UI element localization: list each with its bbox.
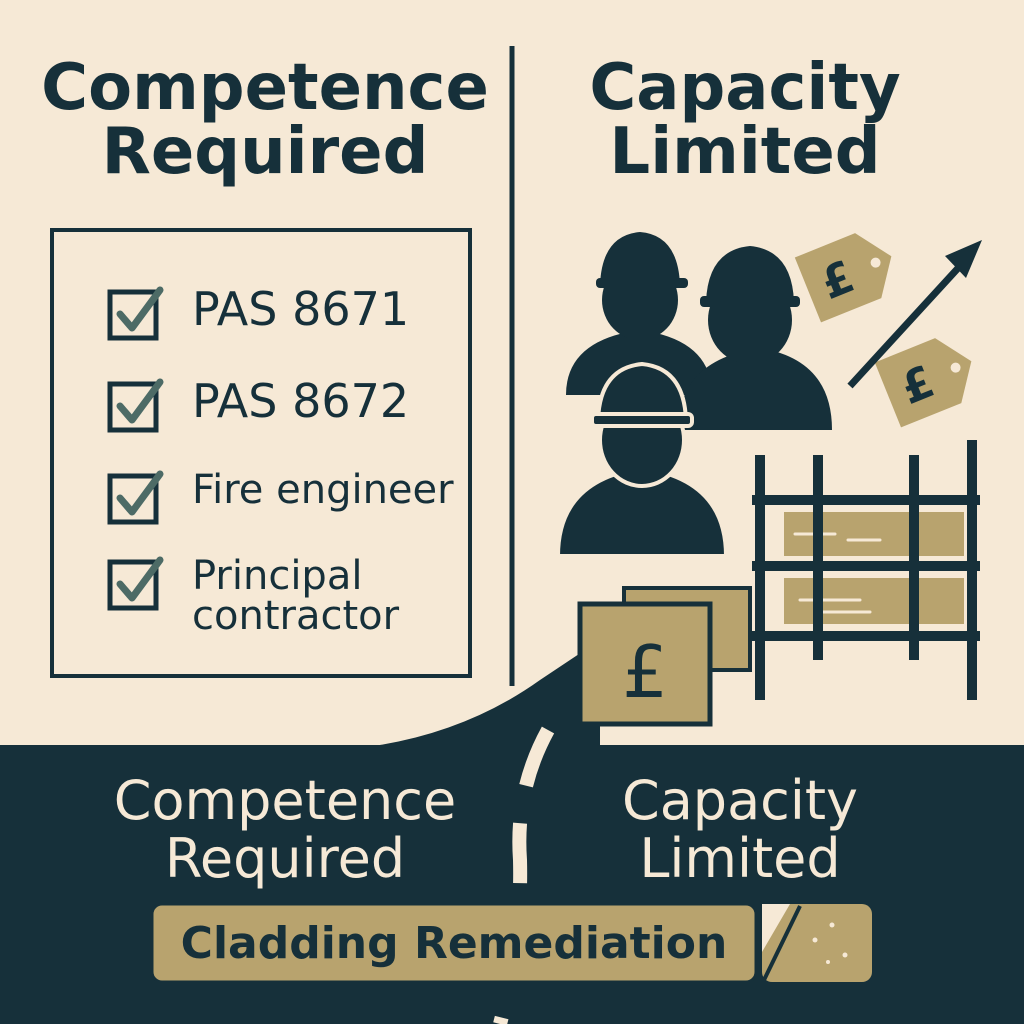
banner-label: Cladding Remediation xyxy=(180,917,728,969)
rising-arrow-icon xyxy=(847,240,982,389)
checklist-label: Principal xyxy=(192,553,363,599)
checklist-box xyxy=(50,228,472,678)
checkbox-checked-icon xyxy=(107,470,164,525)
bottom-left-title: Competence Required xyxy=(110,769,460,891)
svg-text:£: £ xyxy=(622,630,668,714)
bottom-left-line1: Competence xyxy=(113,769,457,832)
checkbox-checked-icon xyxy=(107,556,164,611)
checklist-label: Fire engineer xyxy=(192,467,454,513)
scaffolding-icon xyxy=(752,440,980,700)
price-tag-pound-icon: £ xyxy=(874,338,972,428)
worker-hardhat-icon xyxy=(555,361,729,558)
right-title: Capacity Limited xyxy=(560,56,930,184)
checklist-label: contractor xyxy=(192,593,400,639)
checklist-item-pas8671: PAS 8671 xyxy=(106,286,409,346)
bottom-right-title: Capacity Limited xyxy=(600,769,880,891)
pound-sign-icon: £ xyxy=(577,586,752,727)
right-title-line2: Limited xyxy=(609,115,881,189)
checklist-label: PAS 8671 xyxy=(192,282,410,336)
left-title-line2: Required xyxy=(101,115,429,189)
checklist-item-fire-engineer: Fire engineer xyxy=(106,470,454,530)
checklist-item-principal-contractor: Principal contractor xyxy=(106,556,399,636)
price-tag-pound-icon: £ xyxy=(794,233,892,323)
bottom-right-line1: Capacity xyxy=(622,769,858,832)
checkbox-checked-icon xyxy=(107,378,164,433)
right-title-line1: Capacity xyxy=(589,51,901,125)
left-title: Competence Required xyxy=(30,56,500,184)
left-title-line1: Competence xyxy=(41,51,489,125)
checklist-label: PAS 8672 xyxy=(192,374,410,428)
bottom-right-line2: Limited xyxy=(639,827,841,891)
bottom-left-line2: Required xyxy=(164,827,406,891)
worker-hardhat-icon xyxy=(678,246,832,430)
banner-shape xyxy=(150,902,872,984)
checkbox-checked-icon xyxy=(107,286,164,341)
checklist-item-pas8672: PAS 8672 xyxy=(106,378,409,438)
